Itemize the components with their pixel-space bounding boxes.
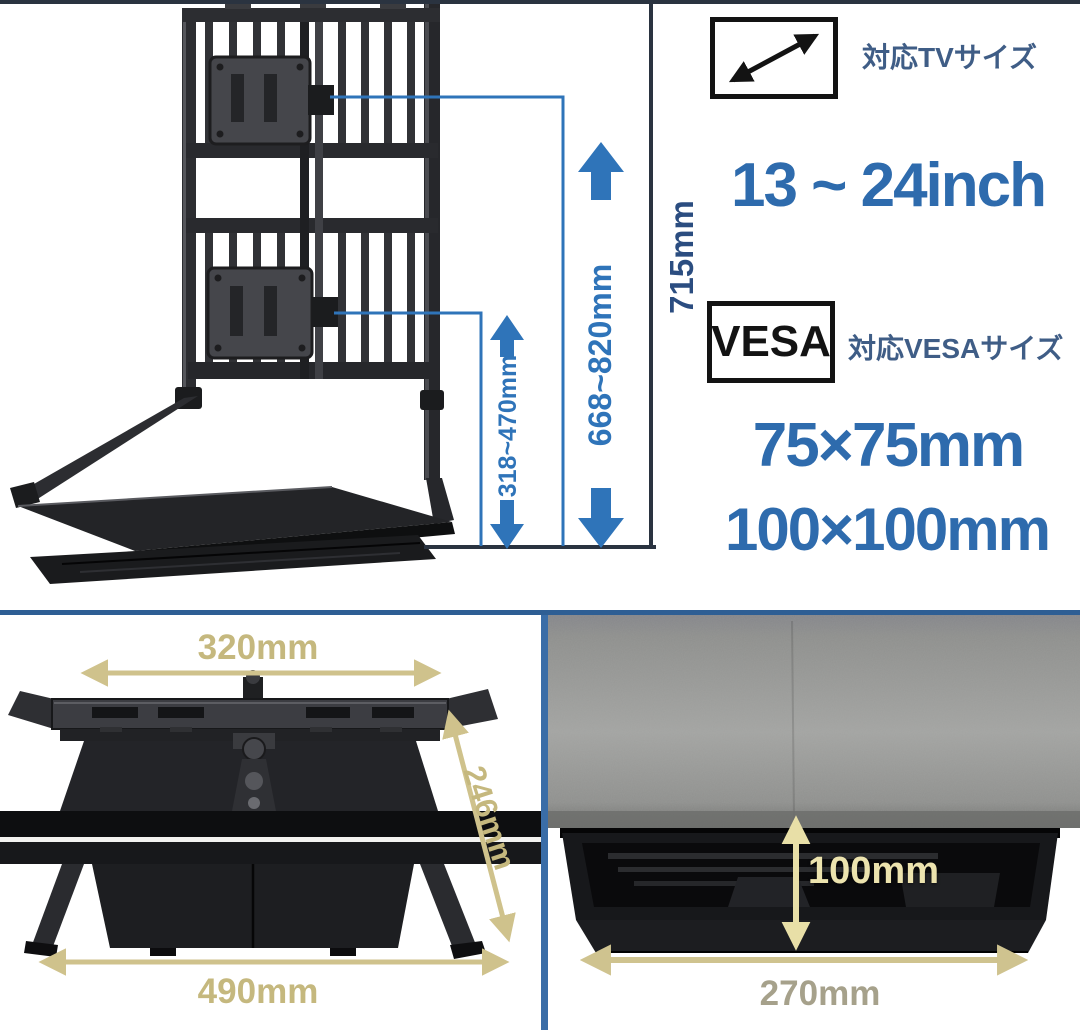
vertical-divider [541,615,548,1030]
upper-vesa-plate [208,55,334,146]
base-dimension-arrows [38,659,516,976]
inner-height-label: 318~470mm [494,354,522,498]
dimension-overlay [0,0,1080,549]
vesa-badge: VESA [707,301,835,383]
depth-arrow [442,709,516,943]
tv-diagonal-icon [728,33,820,83]
arrow-down-inner [490,500,524,549]
leader-lines [330,95,565,546]
vesa-badge-text: VESA [711,317,831,366]
stand-base [17,486,455,584]
total-height-label: 715mm [663,200,700,314]
arrow-up-inner [490,315,524,357]
base-front-photo [0,659,541,976]
base-panel-hinge [60,733,438,811]
tv-size-range: 13 ~ 24inch [730,151,1047,220]
vesa-size-1: 75×75mm [752,411,1025,480]
base-rear-bar [8,670,498,741]
vesa-size-2: 100×100mm [725,496,1051,563]
stand-frame [182,2,440,480]
tv-size-heading: 対応TVサイズ [862,42,1037,73]
tray-photo [548,615,1080,976]
mid-height-label: 668~820mm [582,263,618,447]
total-height-bracket [0,0,1080,549]
desk-surface [548,615,1080,828]
lower-vesa-plate [206,266,338,360]
center-rail [300,22,309,379]
tv-size-box [710,17,838,99]
base-top-width-label: 320mm [197,628,319,667]
vesa-size-heading: 対応VESAサイズ [848,333,1064,364]
dimension-arrows [490,142,624,549]
arrow-down-mid [578,488,624,548]
base-platform-edge [0,811,541,864]
monitor-stand-illustration [10,2,455,584]
stand-legs [10,396,454,524]
horizontal-divider [0,610,1080,615]
tray-height-label: 100mm [808,850,939,892]
base-front-skirt [24,864,486,959]
base-bottom-width-label: 490mm [197,972,319,1011]
arrow-up-mid [578,142,624,200]
tray-width-label: 270mm [759,974,881,1013]
